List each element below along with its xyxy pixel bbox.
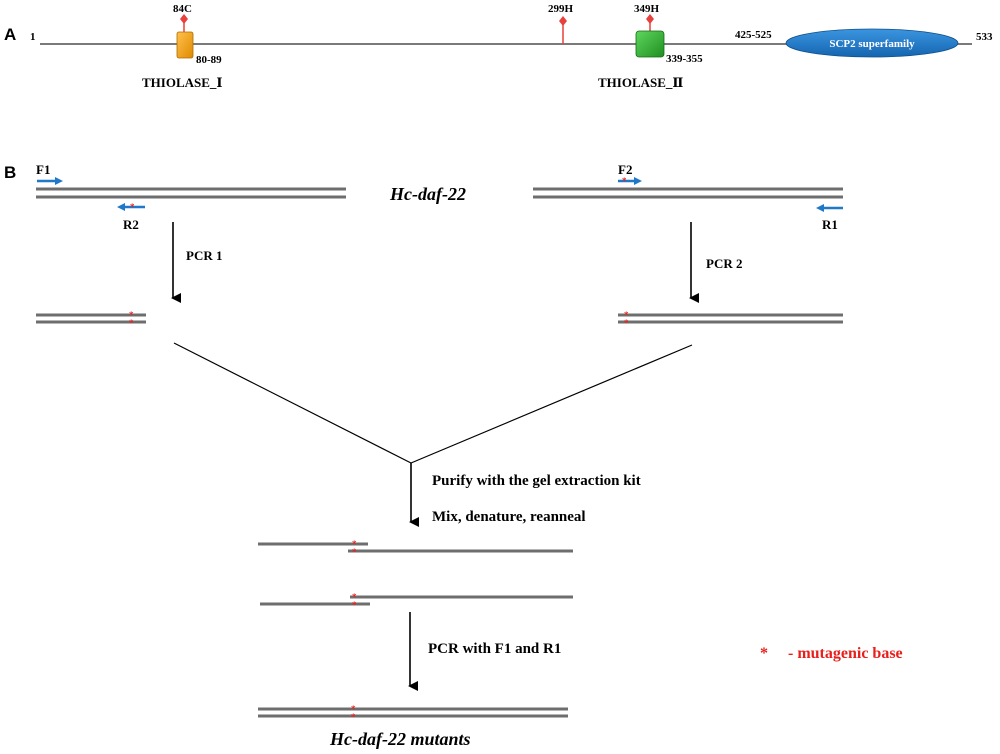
primer-f1-arrow	[37, 177, 63, 185]
thiolase-1-name: THIOLASE_Ⅰ	[142, 75, 223, 90]
thiolase-1-range: 80-89	[196, 54, 222, 66]
thiolase-2-domain-box	[635, 30, 665, 58]
primer-f2-label: F2	[618, 162, 632, 177]
final-pcr-label: PCR with F1 and R1	[428, 641, 561, 657]
svg-text:*: *	[129, 318, 134, 328]
svg-text:*: *	[624, 310, 629, 320]
svg-text:*: *	[624, 318, 629, 328]
panel-a-letter: A	[4, 25, 16, 44]
thiolase-2-name: THIOLASE_Ⅱ	[598, 75, 683, 90]
legend-text: - mutagenic base	[788, 645, 903, 662]
svg-text:*: *	[352, 600, 357, 610]
panel-b-letter: B	[4, 163, 16, 182]
merge-line-right	[410, 344, 693, 464]
merge-line-left	[173, 342, 412, 464]
protein-start-position: 1	[30, 31, 36, 43]
mutant-product-label: Hc-daf-22 mutants	[329, 729, 471, 749]
template-dna-left	[36, 187, 346, 199]
svg-text:*: *	[352, 592, 357, 602]
panel-b: B Hc-daf-22 F1 * R2 F2 *	[4, 162, 903, 749]
purify-step-label: Purify with the gel extraction kit	[432, 473, 641, 489]
scp2-range: 425-525	[735, 29, 772, 41]
mutant-product-dna: * *	[258, 704, 568, 722]
heteroduplex-1: * *	[258, 539, 573, 557]
svg-text:*: *	[351, 712, 356, 722]
primer-f2-arrow: *	[618, 176, 642, 186]
primer-f1-label: F1	[36, 162, 50, 177]
site-84c-label: 84C	[173, 3, 192, 15]
svg-text:*: *	[352, 539, 357, 549]
site-349h-marker	[646, 14, 654, 24]
mix-step-label: Mix, denature, reanneal	[432, 509, 586, 525]
thiolase-1-domain-box	[176, 31, 194, 59]
template-dna-right	[533, 187, 843, 199]
svg-text:*: *	[622, 176, 627, 186]
site-349h-label: 349H	[634, 3, 660, 15]
gene-name-label: Hc-daf-22	[389, 184, 466, 204]
pcr-2-product: * *	[618, 310, 843, 328]
legend-asterisk: *	[760, 645, 768, 662]
protein-end-position: 533	[976, 31, 993, 43]
svg-text:*: *	[129, 310, 134, 320]
svg-text:*: *	[130, 202, 135, 212]
primer-r1-label: R1	[822, 217, 838, 232]
svg-text:*: *	[352, 547, 357, 557]
thiolase-2-range: 339-355	[666, 53, 703, 65]
site-299h-label: 299H	[548, 3, 574, 15]
pcr-1-product: * *	[36, 310, 146, 328]
primer-r2-label: R2	[123, 217, 139, 232]
panel-a: A 1 84C 80-89 THIOLASE_Ⅰ 299H 349H 339-3…	[4, 3, 993, 90]
scp2-superfamily-domain	[785, 28, 959, 58]
primer-r1-arrow	[816, 204, 843, 212]
site-299h-marker	[559, 16, 567, 26]
pcr-2-label: PCR 2	[706, 256, 742, 271]
scp2-name: SCP2 superfamily	[829, 38, 915, 50]
heteroduplex-2: * *	[260, 592, 573, 610]
primer-r2-arrow: *	[117, 202, 145, 212]
svg-text:*: *	[351, 704, 356, 714]
pcr-1-label: PCR 1	[186, 248, 222, 263]
site-84c-marker	[180, 14, 188, 24]
